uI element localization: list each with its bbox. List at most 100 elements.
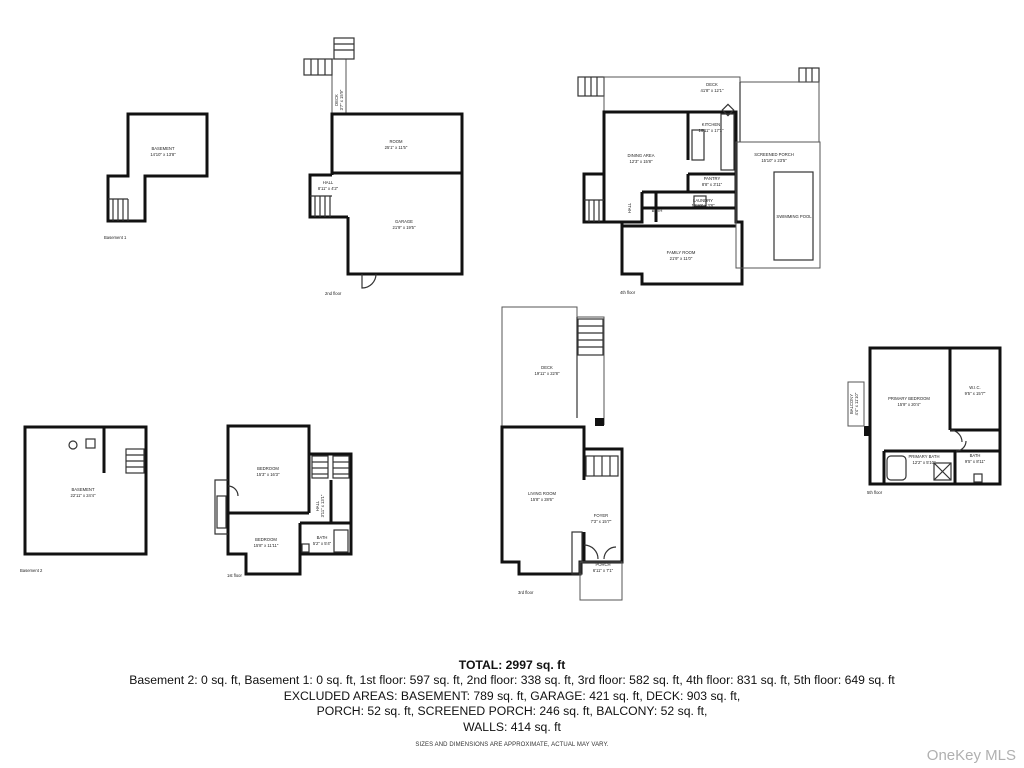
room-dims: 15'8" x 28'6" xyxy=(531,497,554,502)
room-dims: 12'2" x 5'10" xyxy=(913,460,936,465)
room-dims: 6'11" x 7'1" xyxy=(593,568,614,573)
room-dims: 5'2" x 5'4" xyxy=(313,541,332,546)
closet xyxy=(216,495,227,529)
room-name: BASEMENT xyxy=(151,146,174,151)
deck-stairs xyxy=(303,37,355,76)
room-dims: 15'9" x 20'4" xyxy=(898,402,921,407)
shower-icon xyxy=(933,462,952,481)
room-dims: 8'11" x 4'2" xyxy=(318,186,339,191)
room-name: BEDROOM xyxy=(255,537,277,542)
basement-1-outline xyxy=(106,112,209,223)
post xyxy=(864,426,871,436)
room-name: LIVING ROOM xyxy=(528,491,556,496)
deck-outline xyxy=(603,76,820,142)
walls-area: WALLS: 414 sq. ft xyxy=(463,719,561,734)
deck-stairs xyxy=(577,318,604,356)
third-floor-outline xyxy=(500,425,624,576)
toilet-icon xyxy=(301,543,310,553)
room-dims: 21'9" x 11'0" xyxy=(670,256,693,261)
floor-label: 1st floor xyxy=(227,573,243,578)
floor-label: 2nd floor xyxy=(325,291,342,296)
room-name: GARAGE xyxy=(395,219,413,224)
wall xyxy=(622,192,644,224)
room-dims: 22'11" x 24'4" xyxy=(71,493,96,498)
room-dims: 4'4" x 11'10" xyxy=(854,392,859,415)
door-swing xyxy=(583,544,599,560)
first-floor-outline xyxy=(226,424,353,576)
room-dims: 9'5" x 8'11" xyxy=(965,459,986,464)
disclaimer: SIZES AND DIMENSIONS ARE APPROXIMATE, AC… xyxy=(415,742,609,748)
room-dims: 7'3" x 15'7" xyxy=(591,519,612,524)
room-name: ROOM xyxy=(389,139,403,144)
water-heater-icon xyxy=(68,440,78,450)
room-name: PANTRY xyxy=(704,176,721,181)
floor-label: Basement 1 xyxy=(104,235,127,240)
room-name: BATH xyxy=(652,208,663,213)
room-dims: 15'10" x 23'5" xyxy=(761,158,787,163)
floor-basement-2: BASEMENT 22'11" x 24'4" Basement 2 xyxy=(20,425,148,573)
stairs xyxy=(584,199,604,222)
floor-2nd: DECK 3'7" x 15'9" ROOM 25'1" x 11'5" HAL… xyxy=(303,37,464,296)
porch-outline xyxy=(579,561,623,601)
room-dims: 41'8" x 12'1" xyxy=(701,88,724,93)
room-dims: 3'11" x 13'1" xyxy=(320,494,325,517)
tub-icon xyxy=(886,455,907,481)
excluded-areas-cont: PORCH: 52 sq. ft, SCREENED PORCH: 246 sq… xyxy=(316,704,708,719)
room-dims: 3'7" x 15'9" xyxy=(339,89,344,110)
floor-label: 3rd floor xyxy=(518,590,534,595)
door-swing xyxy=(227,485,239,497)
room-name: BEDROOM xyxy=(257,466,279,471)
stairs xyxy=(311,455,350,479)
toilet-icon xyxy=(973,473,983,483)
floor-label: Basement 2 xyxy=(20,568,43,573)
room-name: SWIMMING POOL xyxy=(776,214,812,219)
room-dims: 14'10" x 13'8" xyxy=(150,152,176,157)
closet-outline xyxy=(214,479,228,535)
room-name: HALL xyxy=(315,500,320,511)
excluded-areas: EXCLUDED AREAS: BASEMENT: 789 sq. ft, GA… xyxy=(283,688,741,703)
room-dims: 25'1" x 11'5" xyxy=(385,145,408,150)
closet xyxy=(571,531,583,575)
stairs xyxy=(585,455,619,477)
floor-5th: BALCONY 4'4" x 11'10" PRIMARY BEDROOM 15… xyxy=(847,346,1002,495)
door-swing xyxy=(955,440,967,452)
room-name: DECK xyxy=(334,94,339,106)
room-name: BATH xyxy=(317,535,328,540)
floor-4th: DECK 41'8" x 12'1" KITCHEN 16'11" x 17'1… xyxy=(577,67,821,295)
room-name: W.I.C. xyxy=(969,385,980,390)
watermark-logo: OneKey MLS xyxy=(926,747,1016,764)
swimming-pool xyxy=(773,171,814,261)
room-name: LAUNDRY xyxy=(693,198,713,203)
room-name: DECK xyxy=(541,365,553,370)
room-name: BASEMENT xyxy=(71,487,94,492)
room-name: PRIMARY BEDROOM xyxy=(888,396,930,401)
deck-outline xyxy=(501,306,605,427)
floor-label: 4th floor xyxy=(620,290,636,295)
door-swing xyxy=(949,429,963,443)
room-name: FAMILY ROOM xyxy=(667,250,696,255)
door-swing xyxy=(361,273,377,289)
room-name: BATH xyxy=(970,453,981,458)
screened-porch-outline xyxy=(735,141,821,269)
room-name: KITCHEN xyxy=(702,122,720,127)
room-dims: 19'11" x 22'8" xyxy=(535,371,560,376)
kitchen-counters xyxy=(691,103,735,207)
floor-basement-1: BASEMENT 14'10" x 13'8" Basement 1 xyxy=(104,112,209,240)
area-summary: TOTAL: 2997 sq. ft Basement 2: 0 sq. ft,… xyxy=(0,658,1024,735)
floor-1st: BEDROOM 15'3" x 16'3" HALL 3'11" x 13'1"… xyxy=(214,424,353,578)
room-dims: 8'8" x 3'11" xyxy=(702,182,723,187)
basement-2-stairs xyxy=(125,448,145,474)
room-name: DINING AREA xyxy=(628,153,655,158)
room-dims: 12'10" x 3'8" xyxy=(692,203,715,208)
hall-stairs xyxy=(310,195,332,217)
door-swing xyxy=(603,546,617,560)
floor-3rd: DECK 19'11" x 22'8" LIVING ROOM 15'8" x … xyxy=(500,306,624,601)
floor-areas: Basement 2: 0 sq. ft, Basement 1: 0 sq. … xyxy=(129,673,895,688)
furnace-icon xyxy=(85,438,96,449)
room-dims: 9'5" x 15'7" xyxy=(965,391,986,396)
room-dims: 15'3" x 16'3" xyxy=(257,472,280,477)
second-floor-outline xyxy=(330,112,464,276)
room-name: DECK xyxy=(706,82,718,87)
room-name: FOYER xyxy=(594,513,608,518)
